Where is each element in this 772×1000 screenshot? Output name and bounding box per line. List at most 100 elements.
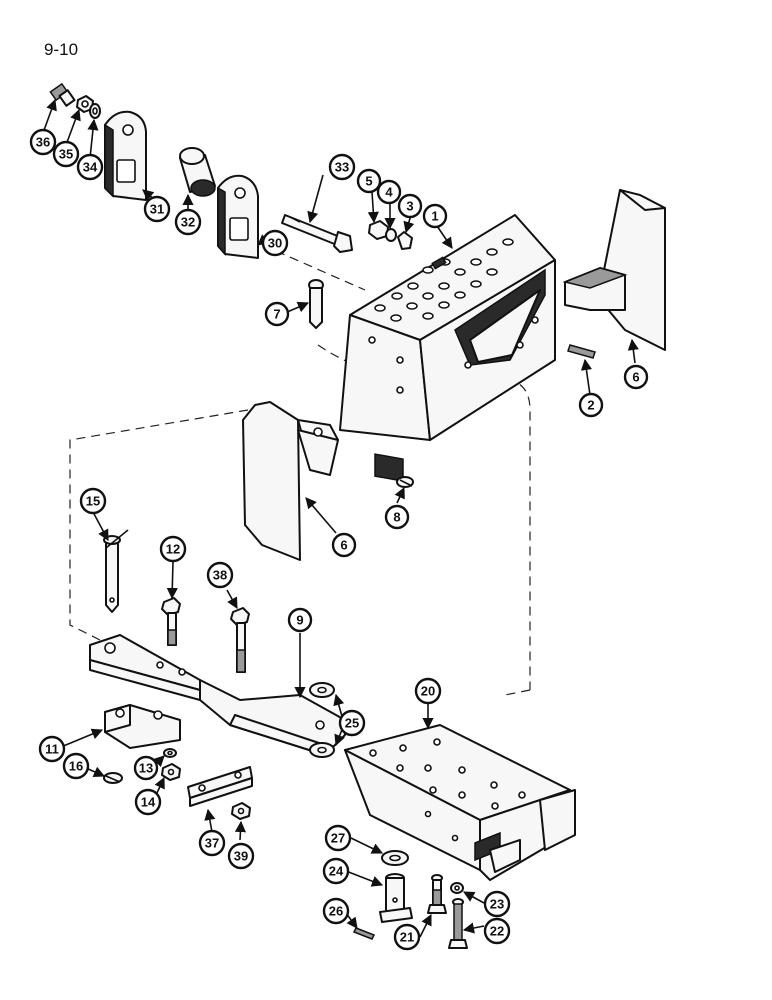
callout-5: 5 [356, 168, 382, 194]
callout-25: 25 [338, 709, 366, 737]
callout-1: 1 [422, 203, 448, 229]
callout-24: 24 [322, 857, 350, 885]
assembly-line-left [69, 409, 249, 641]
svg-text:12: 12 [166, 542, 180, 557]
callout-34: 34 [76, 153, 104, 181]
nut-39 [231, 802, 251, 820]
bracket-plate-31 [104, 110, 147, 201]
svg-text:4: 4 [385, 185, 393, 200]
svg-text:37: 37 [205, 836, 219, 851]
svg-text:13: 13 [139, 761, 153, 776]
nut-14 [161, 763, 181, 781]
pin-24 [379, 873, 413, 923]
svg-text:35: 35 [59, 147, 73, 162]
svg-text:34: 34 [83, 160, 98, 175]
callout-12: 12 [159, 535, 187, 563]
callout-8: 8 [384, 504, 410, 530]
svg-text:2: 2 [587, 398, 594, 413]
svg-text:22: 22 [490, 924, 504, 939]
svg-text:7: 7 [273, 307, 280, 322]
svg-text:27: 27 [331, 831, 345, 846]
svg-text:26: 26 [329, 904, 343, 919]
svg-text:36: 36 [36, 135, 50, 150]
svg-text:31: 31 [150, 202, 164, 217]
bolt-38 [230, 607, 250, 673]
hitch-housing-20 [344, 724, 576, 881]
washer-25-upper [309, 682, 335, 698]
page-number: 9-10 [44, 40, 79, 59]
leader-lines [42, 98, 639, 938]
clevis-11 [104, 704, 181, 749]
svg-text:25: 25 [345, 716, 359, 731]
svg-text:6: 6 [632, 370, 639, 385]
callout-6-left: 6 [331, 532, 357, 558]
svg-text:9: 9 [296, 613, 303, 628]
svg-text:15: 15 [86, 494, 100, 509]
svg-text:20: 20 [421, 684, 435, 699]
callout-30: 30 [261, 229, 289, 257]
bolt-22 [448, 898, 468, 949]
callout-37: 37 [198, 829, 226, 857]
svg-text:3: 3 [406, 199, 413, 214]
callout-11: 11 [38, 735, 66, 763]
svg-text:32: 32 [181, 215, 195, 230]
plate-37 [187, 766, 253, 807]
callout-33: 33 [328, 153, 356, 181]
callout-22: 22 [483, 917, 511, 945]
pin-7 [308, 279, 324, 329]
callout-20: 20 [414, 677, 442, 705]
callout-16: 16 [62, 752, 90, 780]
svg-text:30: 30 [268, 236, 282, 251]
washer-23 [450, 882, 464, 894]
callout-32: 32 [174, 208, 202, 236]
svg-text:39: 39 [234, 849, 248, 864]
drawbar-9 [89, 634, 346, 756]
bushing-3 [397, 231, 413, 250]
callout-39: 39 [227, 842, 255, 870]
callout-27: 27 [324, 824, 352, 852]
side-weight-6-right [562, 189, 666, 351]
bolt-12 [161, 597, 181, 646]
callout-15: 15 [79, 487, 107, 515]
svg-text:11: 11 [45, 742, 59, 757]
callout-31: 31 [143, 195, 171, 223]
washer-4 [385, 228, 397, 242]
bracket-plate-30 [217, 174, 259, 259]
clip-8 [396, 476, 414, 488]
bolt-33 [281, 214, 353, 253]
callout-2: 2 [578, 392, 604, 418]
svg-text:38: 38 [213, 568, 227, 583]
weight-carrier-1 [339, 214, 556, 482]
bolt-21 [427, 874, 447, 914]
svg-text:5: 5 [365, 174, 372, 189]
svg-text:24: 24 [329, 864, 344, 879]
callout-3: 3 [397, 193, 423, 219]
assembly-line-bottom [504, 689, 531, 696]
pin-15 [103, 529, 129, 613]
svg-text:6: 6 [340, 538, 347, 553]
callout-38: 38 [206, 561, 234, 589]
nut-35 [76, 95, 94, 113]
stud-36 [49, 82, 76, 107]
callout-7: 7 [264, 301, 290, 327]
callout-36: 36 [29, 128, 57, 156]
callout-13: 13 [133, 755, 159, 781]
svg-text:8: 8 [393, 510, 400, 525]
callout-35: 35 [52, 140, 80, 168]
bushing-32 [179, 147, 216, 197]
svg-text:14: 14 [141, 795, 156, 810]
callout-26: 26 [322, 897, 350, 925]
callout-9: 9 [287, 607, 313, 633]
svg-text:33: 33 [335, 160, 349, 175]
svg-text:1: 1 [431, 209, 438, 224]
callout-23: 23 [483, 890, 511, 918]
callout-6-right: 6 [623, 364, 649, 390]
callout-14: 14 [134, 788, 162, 816]
stud-2 [567, 344, 596, 359]
clip-16 [103, 772, 123, 784]
roll-pin-26 [352, 927, 376, 940]
svg-text:23: 23 [490, 897, 504, 912]
callout-4: 4 [376, 179, 402, 205]
svg-text:16: 16 [69, 759, 83, 774]
